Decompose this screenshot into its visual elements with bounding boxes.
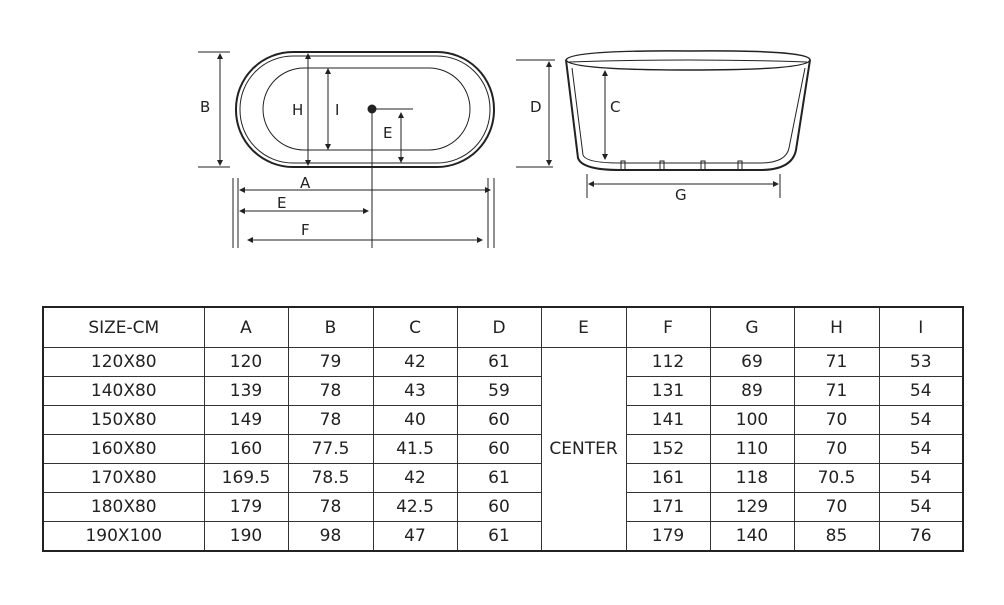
- table-cell: 149: [203, 405, 289, 435]
- column-header: A: [203, 306, 289, 348]
- label-e-vertical: E: [383, 124, 392, 142]
- table-cell: 69: [709, 347, 795, 377]
- table-cell: 70: [793, 434, 880, 464]
- table-cell: 179: [625, 521, 711, 552]
- table-cell: 78: [287, 492, 374, 522]
- table-cell: 42: [372, 347, 458, 377]
- column-header: D: [456, 306, 542, 348]
- table-cell: 78.5: [287, 463, 374, 493]
- table-cell: 54: [878, 434, 964, 464]
- table-cell: 53: [878, 347, 964, 377]
- label-f: F: [301, 221, 310, 239]
- table-cell: 47: [372, 521, 458, 552]
- table-cell: 120X80: [42, 347, 205, 377]
- table-cell: 141: [625, 405, 711, 435]
- column-header: H: [793, 306, 880, 348]
- table-cell: 70: [793, 492, 880, 522]
- table-cell: 54: [878, 492, 964, 522]
- table-cell: 118: [709, 463, 795, 493]
- table-cell: 150X80: [42, 405, 205, 435]
- table-cell: 60: [456, 434, 542, 464]
- table-cell: 139: [203, 376, 289, 406]
- bathtub-dimension-drawing: B H I E A E F D C G: [198, 50, 811, 248]
- table-cell: 61: [456, 347, 542, 377]
- label-i: I: [335, 101, 339, 119]
- table-cell: 42.5: [372, 492, 458, 522]
- table-cell: 42: [372, 463, 458, 493]
- table-cell: 180X80: [42, 492, 205, 522]
- label-h: H: [292, 101, 303, 119]
- column-header: G: [709, 306, 795, 348]
- column-header: C: [372, 306, 458, 348]
- table-cell: 70.5: [793, 463, 880, 493]
- table-cell: 79: [287, 347, 374, 377]
- table-cell: 60: [456, 492, 542, 522]
- table-cell: 78: [287, 405, 374, 435]
- label-d: D: [530, 98, 542, 116]
- table-cell: 61: [456, 521, 542, 552]
- label-a: A: [300, 174, 311, 192]
- table-cell: 43: [372, 376, 458, 406]
- table-cell: 120: [203, 347, 289, 377]
- table-cell: 77.5: [287, 434, 374, 464]
- table-cell: 85: [793, 521, 880, 552]
- table-cell: 140X80: [42, 376, 205, 406]
- label-g: G: [675, 186, 687, 204]
- table-cell: 152: [625, 434, 711, 464]
- table-cell: 54: [878, 463, 964, 493]
- table-cell: 60: [456, 405, 542, 435]
- table-cell: 140: [709, 521, 795, 552]
- table-cell-e-center: CENTER: [540, 347, 627, 552]
- table-cell: 71: [793, 347, 880, 377]
- table-cell: 41.5: [372, 434, 458, 464]
- table-cell: 160: [203, 434, 289, 464]
- table-cell: 54: [878, 376, 964, 406]
- top-view: [198, 51, 495, 248]
- table-cell: 59: [456, 376, 542, 406]
- table-cell: 54: [878, 405, 964, 435]
- table-cell: 76: [878, 521, 964, 552]
- column-header: E: [540, 306, 627, 348]
- table-cell: 61: [456, 463, 542, 493]
- table-cell: 161: [625, 463, 711, 493]
- table-cell: 179: [203, 492, 289, 522]
- table-cell: 70: [793, 405, 880, 435]
- side-view: [516, 50, 811, 198]
- table-cell: 170X80: [42, 463, 205, 493]
- column-header: F: [625, 306, 711, 348]
- column-header: SIZE-CM: [42, 306, 205, 348]
- table-cell: 129: [709, 492, 795, 522]
- table-cell: 78: [287, 376, 374, 406]
- table-cell: 131: [625, 376, 711, 406]
- table-cell: 98: [287, 521, 374, 552]
- table-cell: 190X100: [42, 521, 205, 552]
- table-cell: 89: [709, 376, 795, 406]
- table-cell: 169.5: [203, 463, 289, 493]
- table-cell: 100: [709, 405, 795, 435]
- table-cell: 71: [793, 376, 880, 406]
- table-cell: 190: [203, 521, 289, 552]
- label-b: B: [200, 98, 210, 116]
- table-cell: 112: [625, 347, 711, 377]
- table-cell: 171: [625, 492, 711, 522]
- column-header: I: [878, 306, 964, 348]
- label-c: C: [610, 98, 620, 116]
- table-cell: 40: [372, 405, 458, 435]
- label-e-horizontal: E: [277, 194, 286, 212]
- table-cell: 160X80: [42, 434, 205, 464]
- table-cell: 110: [709, 434, 795, 464]
- column-header: B: [287, 306, 374, 348]
